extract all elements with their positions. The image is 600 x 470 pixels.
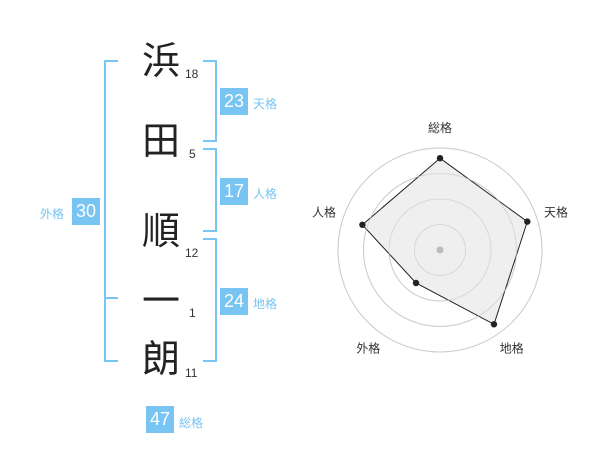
- stroke-count-1: 18: [185, 67, 199, 81]
- radar-axis-label-4: 外格: [356, 341, 380, 356]
- chikaku-value: 24: [220, 288, 248, 315]
- radar-axis-label-1: 総格: [428, 120, 452, 135]
- radar-axis-label-2: 天格: [544, 204, 568, 219]
- jinkaku-bracket: [203, 148, 217, 232]
- stroke-count-4: 1: [189, 306, 196, 320]
- tenkaku-label: 天格: [253, 97, 278, 111]
- stroke-count-5: 11: [185, 366, 198, 380]
- soukaku-value: 47: [146, 406, 174, 433]
- name-char-3: 順: [141, 209, 180, 253]
- radar-axis-label-3: 地格: [500, 341, 524, 356]
- gaikaku-value: 30: [72, 198, 100, 225]
- chikaku-label: 地格: [253, 297, 278, 311]
- tenkaku-bracket: [203, 60, 217, 142]
- name-char-4: 一: [141, 279, 180, 323]
- gaikaku-bracket-tick: [104, 297, 118, 299]
- name-char-2: 田: [141, 119, 180, 163]
- radar-point-4: [412, 279, 420, 287]
- name-char-1: 浜: [141, 39, 180, 83]
- stroke-count-3: 12: [185, 246, 199, 260]
- radar-ring-overlay-1: [414, 224, 466, 276]
- jinkaku-label: 人格: [253, 187, 278, 201]
- radar-ring-overlay-3: [363, 173, 517, 327]
- name-char-5: 朗: [141, 337, 180, 381]
- radar-point-5: [359, 221, 366, 228]
- radar-center-dot: [436, 246, 444, 254]
- radar-point-3: [490, 321, 498, 328]
- jinkaku-value: 17: [220, 178, 248, 205]
- radar-point-1: [436, 155, 444, 162]
- radar-ring-overlay-2: [388, 198, 492, 302]
- stroke-count-2: 5: [189, 147, 196, 161]
- soukaku-label: 総格: [179, 416, 204, 430]
- gaikaku-bracket: [104, 60, 118, 362]
- tenkaku-value: 23: [220, 88, 248, 115]
- radar-axis-label-5: 人格: [312, 204, 336, 219]
- radar-area: [361, 157, 528, 326]
- radar-point-2: [524, 218, 531, 225]
- chikaku-bracket: [203, 238, 217, 362]
- radar-ring-overlay-4: [337, 147, 543, 353]
- gaikaku-label: 外格: [40, 207, 65, 221]
